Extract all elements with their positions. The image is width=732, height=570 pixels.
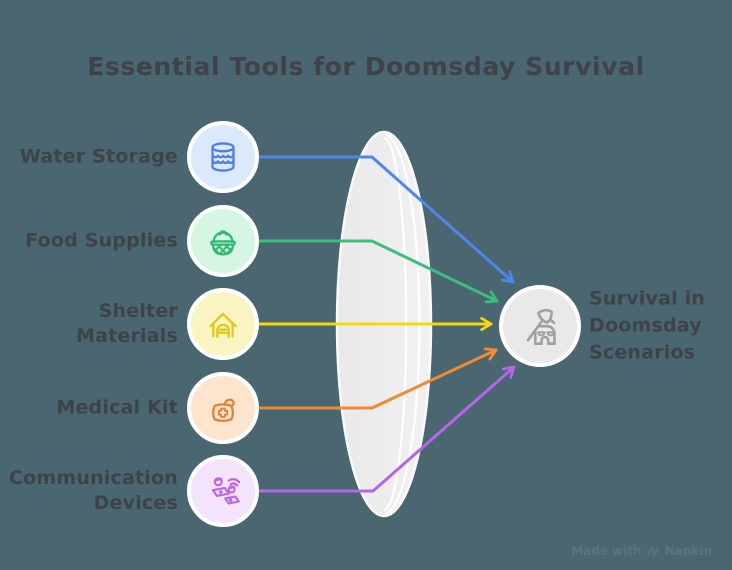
connector-water [256,155,515,284]
node-medical-kit [187,372,259,444]
watermark: Made with Napkin [571,544,712,558]
medical-bag-icon [212,398,235,422]
napkin-scribble-icon [647,545,659,557]
food-basket-icon [210,230,236,256]
connector-food [256,239,499,304]
water-barrel-icon [211,142,235,172]
diagram-title: Essential Tools for Doomsday Survival [87,52,645,81]
shelter-bed-icon [209,312,237,338]
node-survival-result [499,285,581,367]
connector-medical [256,347,498,410]
axe-mask-icon [526,308,556,346]
label-water-storage: Water Storage [19,145,178,168]
connector-comms [256,365,516,493]
label-food-supplies: Food Supplies [25,229,178,252]
node-shelter-materials [187,288,259,360]
label-medical-kit: Medical Kit [56,396,178,419]
communication-devices-icon [211,477,241,505]
node-food-supplies [187,205,259,277]
watermark-made-with: Made with [571,544,642,558]
node-communication-devices [187,455,259,527]
watermark-brand: Napkin [664,544,712,558]
node-water-storage [187,121,259,193]
